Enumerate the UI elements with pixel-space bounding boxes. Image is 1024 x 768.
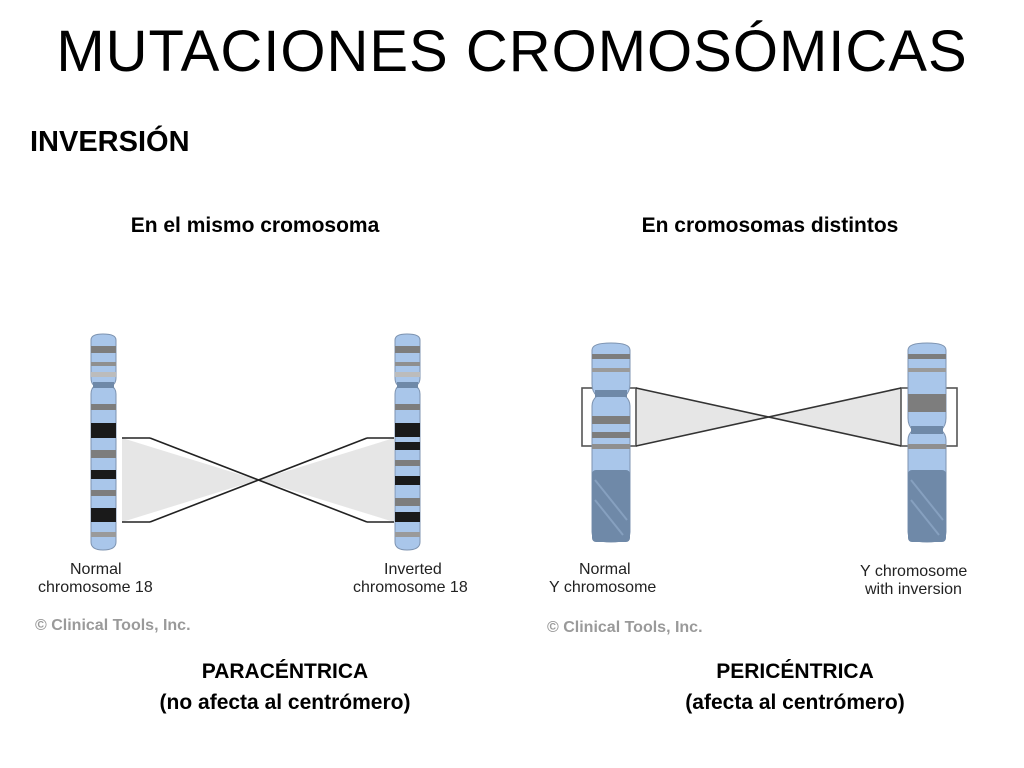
normal-chr18-label-line2: chromosome 18: [38, 579, 153, 596]
inversion-connector-right: [581, 387, 958, 447]
normal-chr18-label-line1: Normal: [70, 561, 122, 578]
inverted-y-label-line2: with inversion: [864, 581, 962, 598]
paracentric-caption: PARACÉNTRICA (no afecta al centrómero): [90, 656, 480, 718]
copyright-right: © Clinical Tools, Inc.: [547, 619, 703, 636]
inverted-chr18-label-line1: Inverted: [384, 561, 442, 578]
normal-y-chromosome: [591, 342, 631, 543]
pericentric-diagram-svg: Normal Y chromosome Y chromosome with in…: [547, 342, 967, 636]
normal-y-label-line1: Normal: [579, 561, 631, 578]
inverted-chr18-label-line2: chromosome 18: [353, 579, 468, 596]
pericentric-diagram: Normal Y chromosome Y chromosome with in…: [535, 320, 1005, 650]
paracentric-diagram: Normal chromosome 18 Inverted chromosome…: [25, 320, 495, 650]
inverted-y-chromosome: [907, 342, 947, 543]
paracentric-diagram-svg: Normal chromosome 18 Inverted chromosome…: [35, 333, 468, 634]
page-title: MUTACIONES CROMOSÓMICAS: [56, 19, 968, 84]
inversion-connector-left: [122, 437, 394, 523]
inverted-chromosome-18: [394, 333, 421, 551]
normal-y-label-line2: Y chromosome: [549, 579, 656, 596]
pericentric-caption-title: PERICÉNTRICA: [716, 660, 874, 683]
section-subtitle: INVERSIÓN: [30, 126, 190, 158]
pericentric-caption-note: (afecta al centrómero): [685, 691, 905, 714]
copyright-left: © Clinical Tools, Inc.: [35, 617, 191, 634]
normal-chromosome-18: [90, 333, 117, 551]
right-column-heading: En cromosomas distintos: [641, 214, 899, 237]
paracentric-caption-title: PARACÉNTRICA: [201, 660, 369, 683]
left-column-heading: En el mismo cromosoma: [130, 214, 380, 237]
pericentric-caption: PERICÉNTRICA (afecta al centrómero): [600, 656, 990, 718]
inverted-y-label-line1: Y chromosome: [860, 563, 967, 580]
paracentric-caption-note: (no afecta al centrómero): [159, 691, 411, 714]
